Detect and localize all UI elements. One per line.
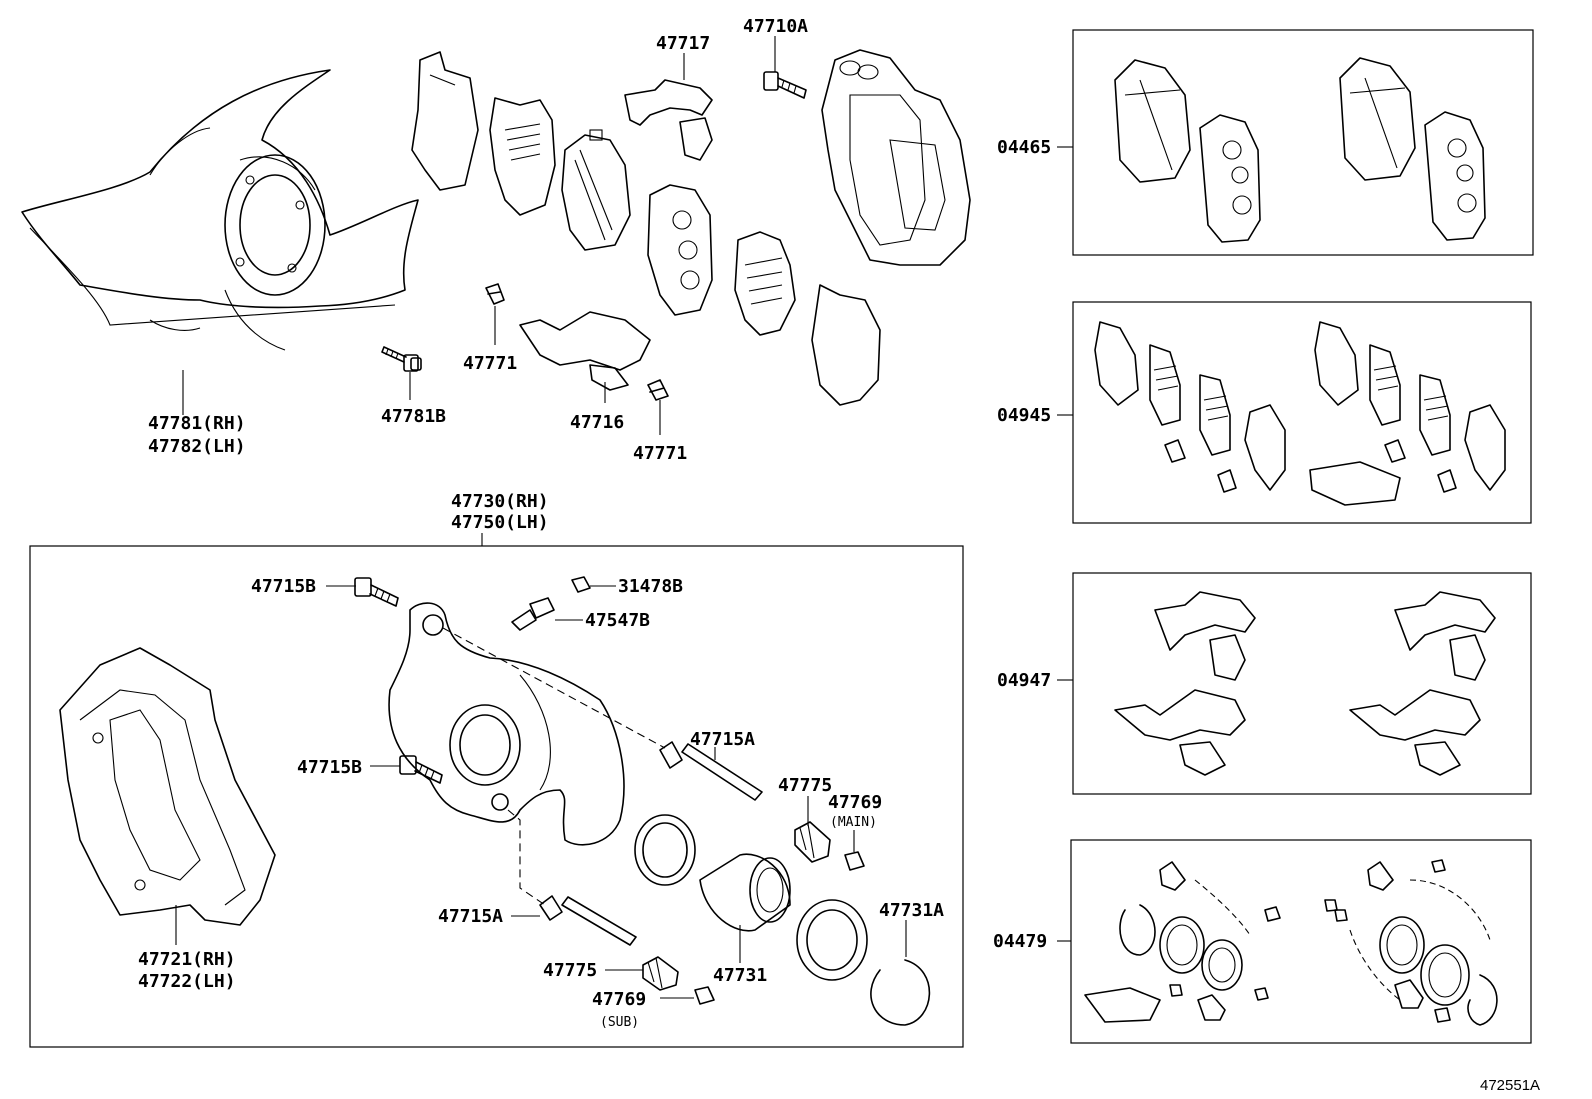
- boot-upper-drawing: [794, 821, 831, 863]
- label-04465: 04465: [997, 137, 1051, 158]
- label-04945: 04945: [997, 405, 1051, 426]
- slide-pin-upper-drawing: [659, 741, 763, 801]
- label-sub-note: (SUB): [600, 1015, 639, 1030]
- label-47775-upper: 47775: [778, 775, 832, 796]
- diagram-reference-number: 472551A: [1480, 1077, 1540, 1094]
- label-47730-rh: 47730(RH): [451, 491, 549, 512]
- label-47715b-mid: 47715B: [297, 757, 362, 778]
- pad-clip-lower-drawing: [647, 379, 669, 401]
- label-47769-sub: 47769: [592, 989, 646, 1010]
- label-47731a: 47731A: [879, 900, 944, 921]
- label-47771-b: 47771: [633, 443, 687, 464]
- label-47781-rh: 47781(RH): [148, 413, 246, 434]
- label-47722-lh: 47722(LH): [138, 971, 236, 992]
- bushing-main-drawing: [844, 851, 865, 871]
- label-47771-a: 47771: [463, 353, 517, 374]
- label-47716: 47716: [570, 412, 624, 433]
- label-47717: 47717: [656, 33, 710, 54]
- bleeder-plug-47547b-drawing: [511, 597, 555, 631]
- label-47775-lower: 47775: [543, 960, 597, 981]
- bolt-47715b-mid-drawing: [399, 755, 443, 784]
- label-31478b: 31478B: [618, 576, 683, 597]
- label-47721-rh: 47721(RH): [138, 949, 236, 970]
- label-47781b: 47781B: [381, 406, 446, 427]
- label-47710a: 47710A: [743, 16, 808, 37]
- caliper-assembly-box: [29, 545, 964, 1048]
- anti-squeal-shim-drawing: [489, 97, 556, 216]
- mounting-bracket-drawing: [59, 647, 276, 926]
- bleeder-cap-31478b-drawing: [571, 576, 591, 593]
- label-47731: 47731: [713, 965, 767, 986]
- boot-lower-drawing: [642, 956, 679, 991]
- label-47547b: 47547B: [585, 610, 650, 631]
- bolt-47781b-drawing: [381, 346, 422, 372]
- dust-cover-drawing: [21, 69, 419, 351]
- pad-set-04465-drawing: [1114, 57, 1486, 243]
- outer-shim-drawing: [411, 51, 479, 191]
- piston-seal-drawing: [634, 814, 696, 886]
- brake-pad-outer-drawing: [561, 129, 631, 251]
- pad-support-plate-47716-drawing: [519, 311, 651, 391]
- label-04479: 04479: [993, 931, 1047, 952]
- seal-kit-04479-drawing: [1084, 859, 1498, 1026]
- brake-pad-inner-drawing: [647, 184, 713, 316]
- slide-pin-lower-drawing: [539, 895, 637, 946]
- kit-box-04465: [1072, 29, 1534, 256]
- shim-kit-04945-drawing: [1094, 321, 1506, 506]
- label-47715b-top: 47715B: [251, 576, 316, 597]
- set-ring-drawing: [870, 959, 931, 1026]
- label-47715a-upper: 47715A: [690, 729, 755, 750]
- piston-drawing: [699, 853, 791, 932]
- inner-anti-squeal-shim-drawing: [734, 231, 796, 336]
- label-04947: 04947: [997, 670, 1051, 691]
- caliper-body-drawing: [388, 602, 625, 846]
- kit-box-04945: [1072, 301, 1532, 524]
- cylinder-boot-drawing: [796, 899, 868, 981]
- pad-clip-upper-drawing: [485, 283, 505, 305]
- label-47750-lh: 47750(LH): [451, 512, 549, 533]
- kit-box-04479: [1070, 839, 1532, 1044]
- support-plate-kit-04947-drawing: [1114, 591, 1496, 776]
- label-47782-lh: 47782(LH): [148, 436, 246, 457]
- inner-shim-drawing: [811, 284, 881, 406]
- kit-box-04947: [1072, 572, 1532, 795]
- caliper-assembly-drawing: [821, 49, 971, 266]
- bushing-sub-drawing: [694, 986, 715, 1005]
- label-47769-main: 47769: [828, 792, 882, 813]
- label-47715a-lower: 47715A: [438, 906, 503, 927]
- bolt-47710a-drawing: [763, 71, 807, 99]
- pad-support-plate-47717-drawing: [624, 79, 713, 161]
- label-main-note: (MAIN): [830, 815, 877, 830]
- bolt-47715b-top-drawing: [354, 577, 399, 607]
